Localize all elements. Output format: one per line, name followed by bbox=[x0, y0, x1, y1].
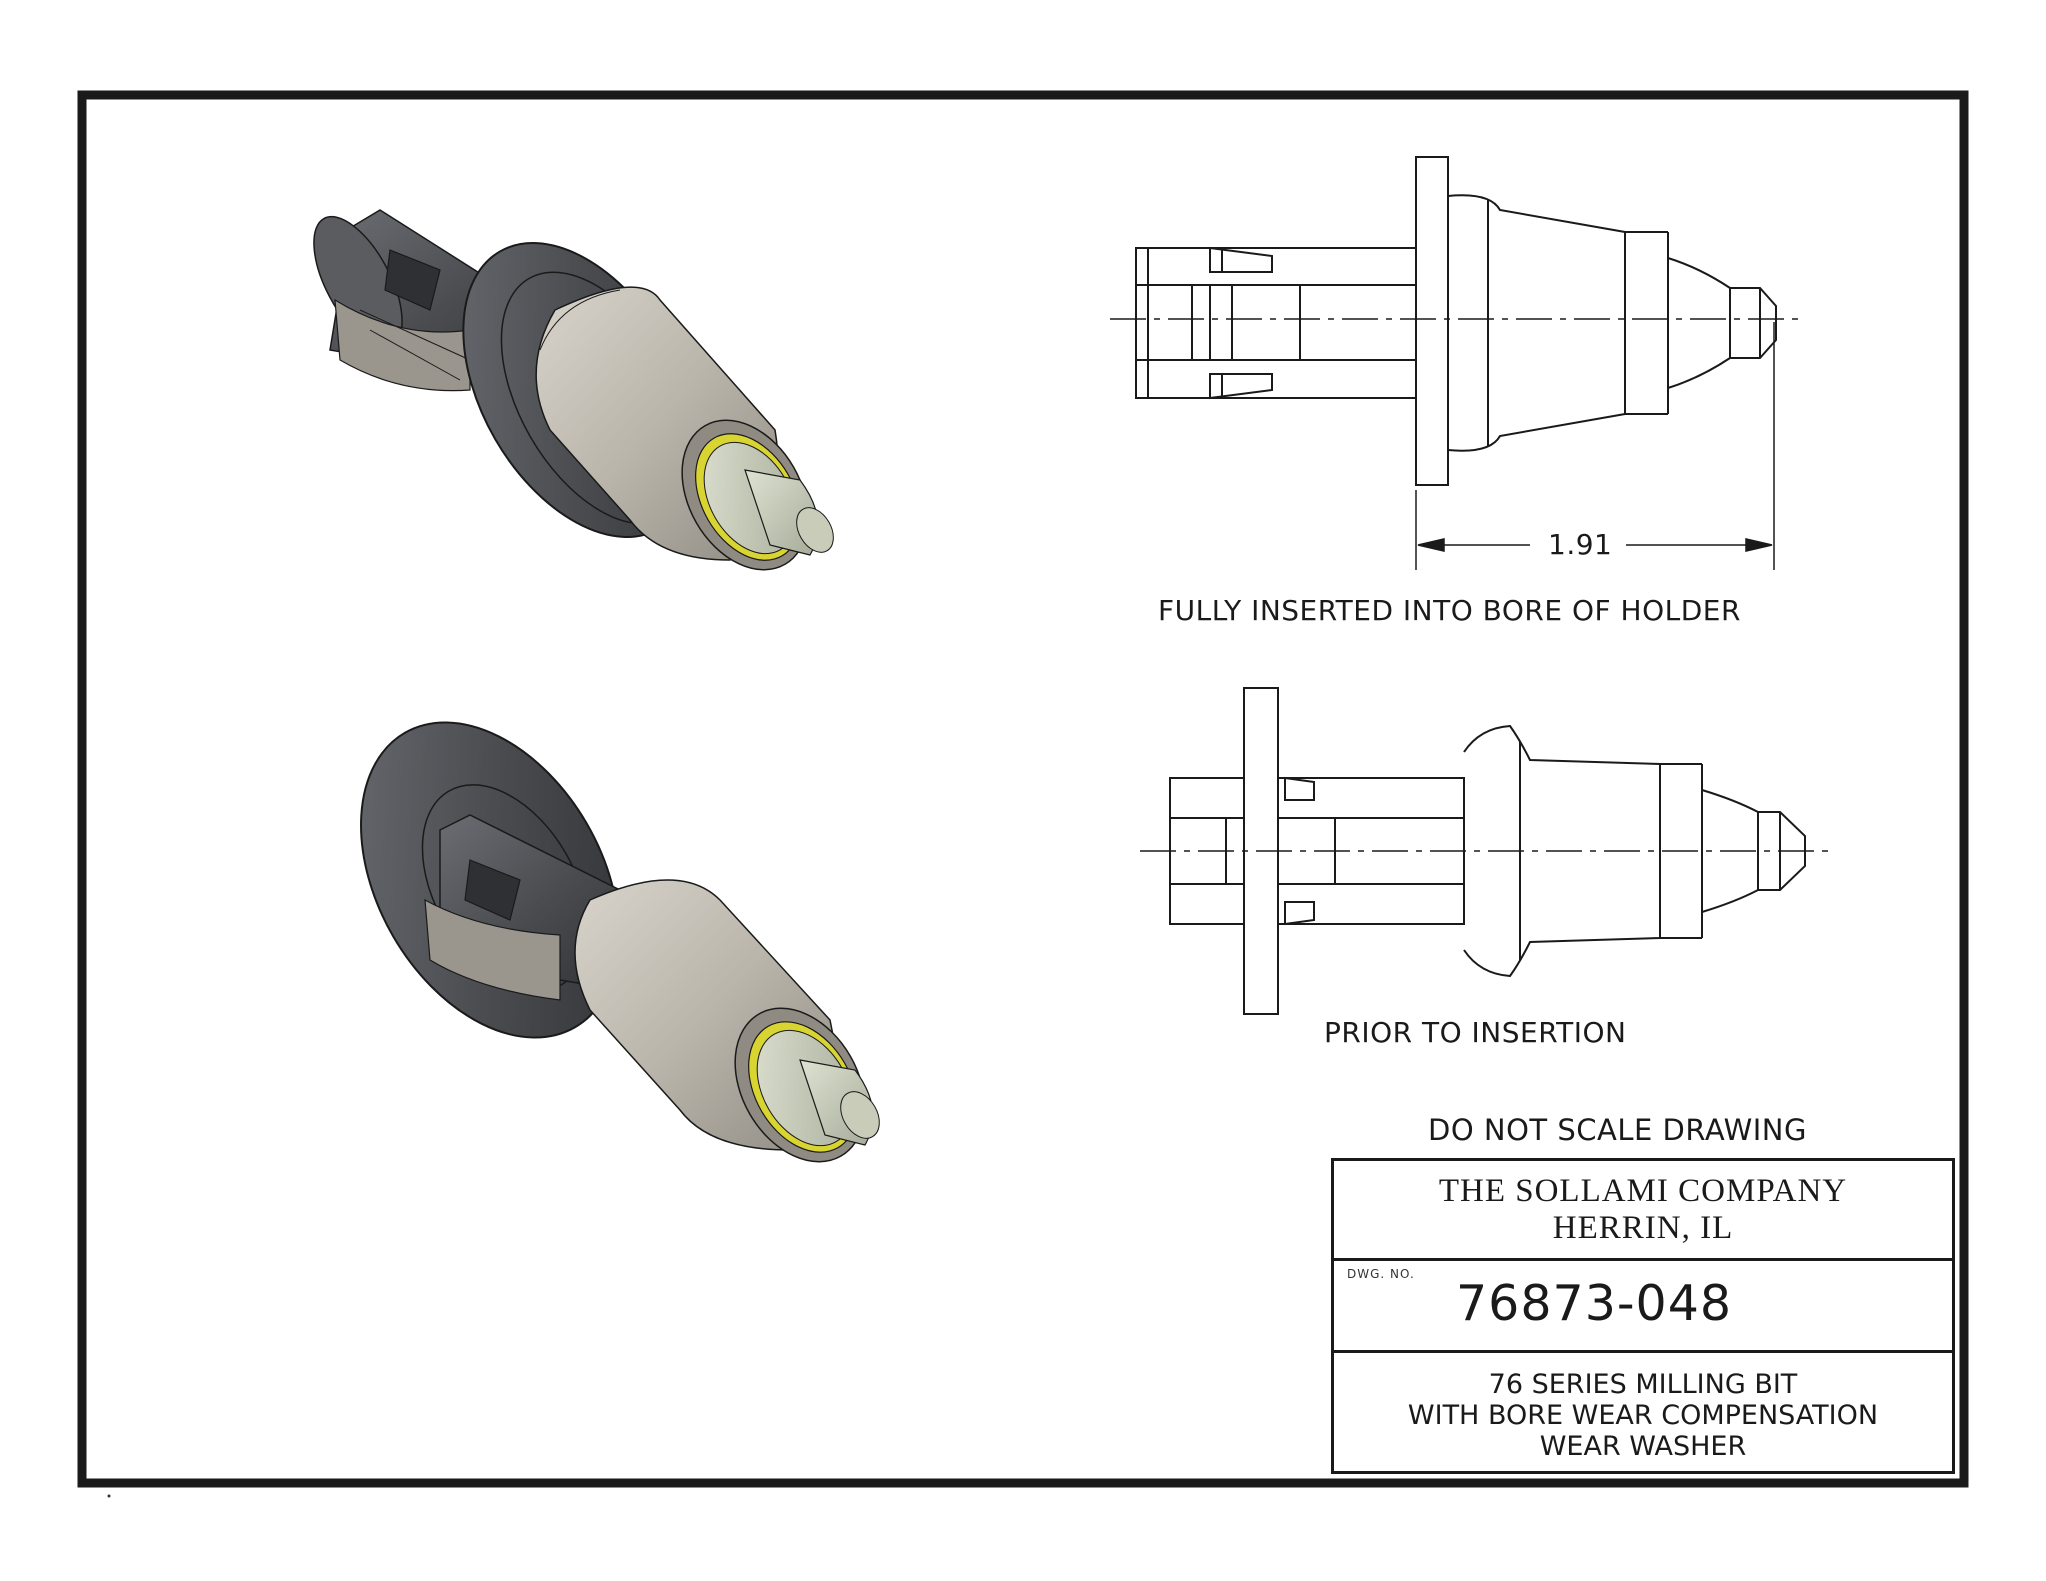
description-line: WEAR WASHER bbox=[1539, 1431, 1747, 1462]
prior-to-insertion-caption: PRIOR TO INSERTION bbox=[1324, 1016, 1627, 1049]
side-view-fully-inserted bbox=[1110, 156, 1800, 486]
isometric-view-installed bbox=[313, 209, 834, 571]
dwg-number: 76873-048 bbox=[1456, 1275, 1733, 1332]
isometric-view-prior bbox=[360, 721, 880, 1163]
scale-note: DO NOT SCALE DRAWING bbox=[1428, 1113, 1807, 1147]
title-block-company: THE SOLLAMI COMPANY HERRIN, IL bbox=[1334, 1161, 1952, 1261]
dwg-number-label: DWG. NO. bbox=[1347, 1267, 1415, 1281]
sheet-border bbox=[77, 90, 1969, 1488]
title-block-description: 76 SERIES MILLING BIT WITH BORE WEAR COM… bbox=[1334, 1353, 1952, 1477]
description-line: WITH BORE WEAR COMPENSATION bbox=[1407, 1400, 1879, 1431]
description-line: 76 SERIES MILLING BIT bbox=[1488, 1369, 1798, 1400]
fully-inserted-caption: FULLY INSERTED INTO BORE OF HOLDER bbox=[1158, 594, 1741, 627]
title-block-drawing-number: DWG. NO. 76873-048 bbox=[1334, 1261, 1952, 1353]
company-location: HERRIN, IL bbox=[1552, 1210, 1734, 1246]
dimension-line bbox=[1415, 322, 1775, 570]
title-block: THE SOLLAMI COMPANY HERRIN, IL DWG. NO. … bbox=[1331, 1158, 1955, 1474]
dimension-value: 1.91 bbox=[1548, 528, 1613, 561]
side-view-prior-to-insertion bbox=[1140, 687, 1828, 1015]
company-name: THE SOLLAMI COMPANY bbox=[1438, 1173, 1848, 1209]
